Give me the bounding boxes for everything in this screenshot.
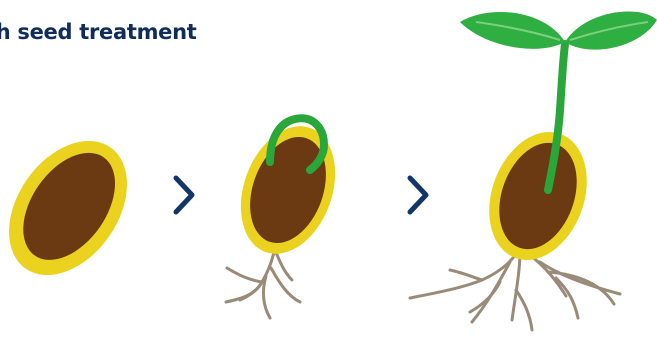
seed-icon: [0, 119, 151, 298]
chevron-right-icon: [176, 178, 192, 212]
germinating-seed-icon: [224, 113, 352, 318]
seedling-icon: [410, 11, 657, 330]
root-system: [226, 248, 300, 318]
root-system: [410, 248, 620, 330]
chevron-right-icon: [410, 178, 426, 212]
leaf-right: [565, 11, 657, 49]
leaf-left: [460, 12, 565, 49]
